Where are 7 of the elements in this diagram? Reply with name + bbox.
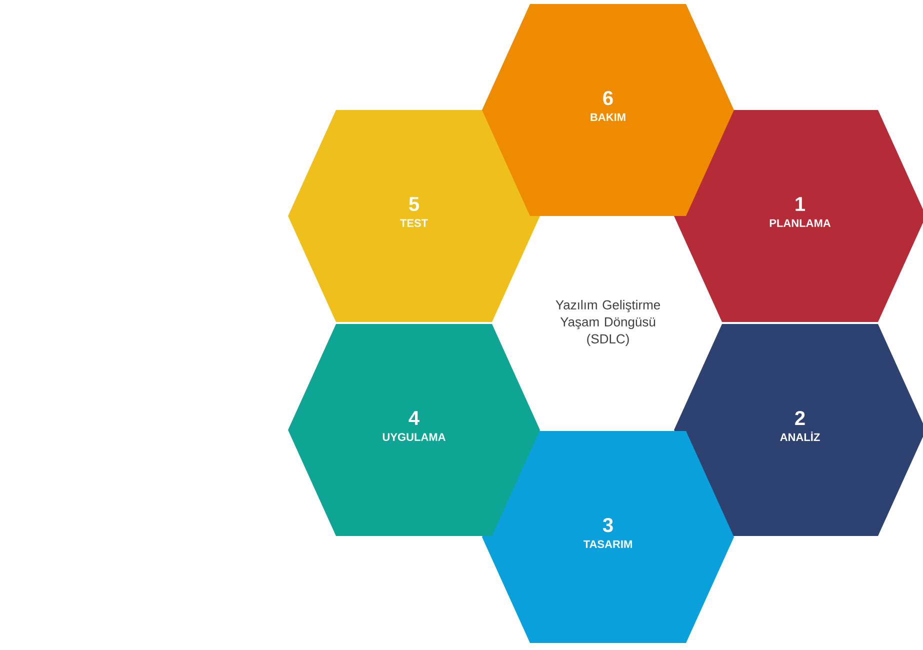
- hexagon: 2 ANALİZ: [674, 324, 923, 536]
- hexagon: 1 PLANLAMA: [674, 110, 923, 322]
- hexagon: 4 UYGULAMA: [288, 324, 540, 536]
- hexagon: 3 TASARIM: [482, 431, 734, 643]
- hexagon: 6 BAKIM: [482, 4, 734, 216]
- hexagon: 5 TEST: [288, 110, 540, 322]
- center-title: Yazılım Geliştirme Yaşam Döngüsü (SDLC): [556, 300, 660, 346]
